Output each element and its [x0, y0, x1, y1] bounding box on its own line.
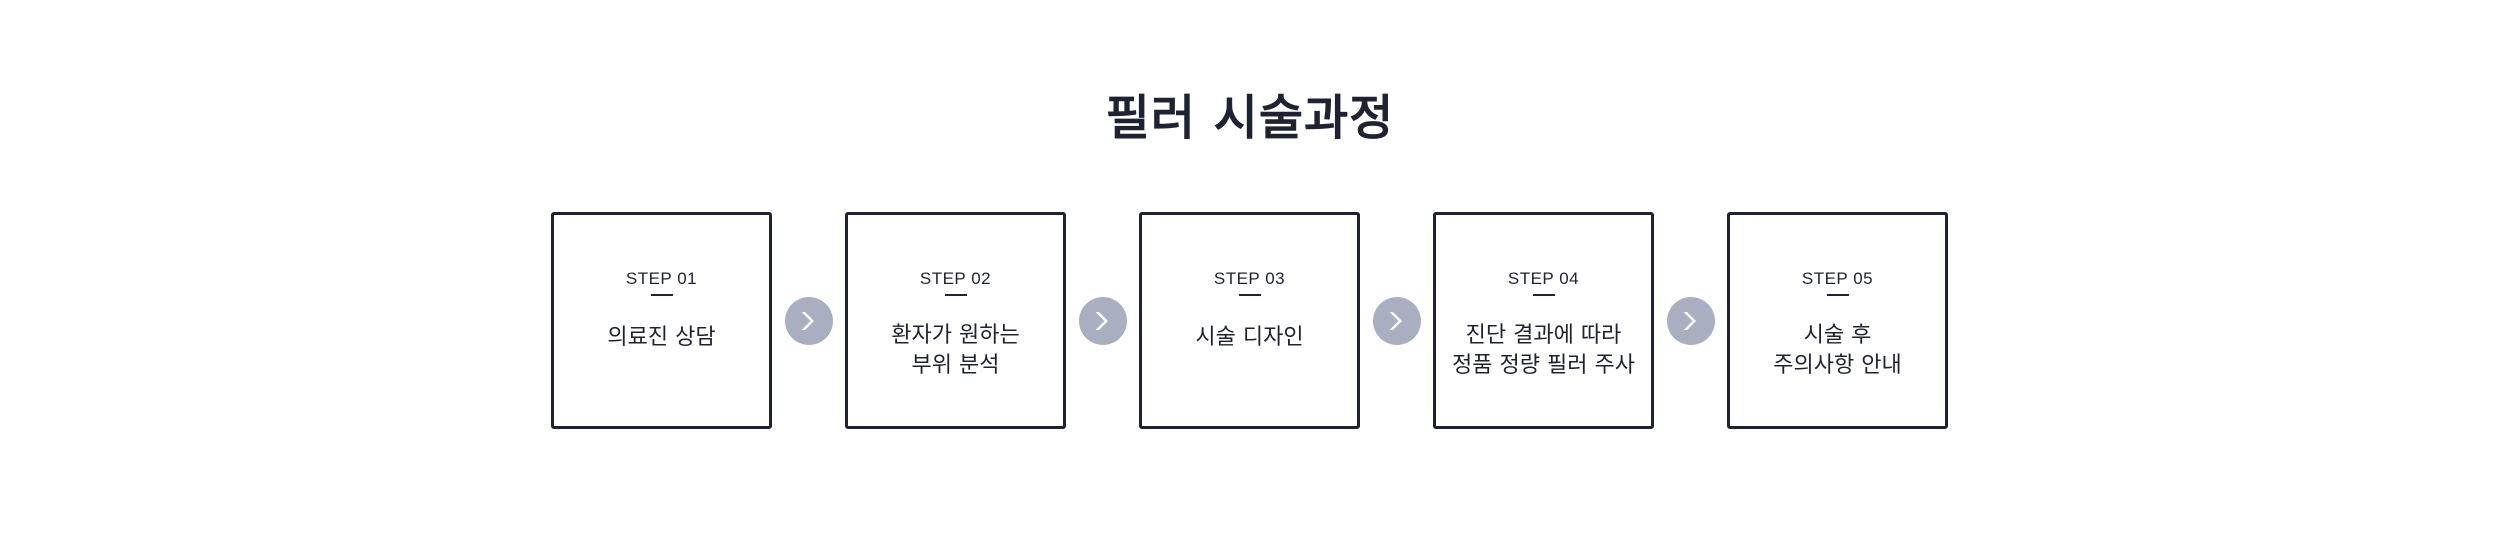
step-label: STEP 05: [1801, 269, 1874, 288]
step-description-line: 의료진 상담: [607, 325, 716, 350]
step-divider: [944, 294, 967, 296]
step-label: STEP 01: [625, 269, 698, 288]
step-card-1: STEP 01 의료진 상담: [551, 212, 772, 429]
step-description: 진단 결과에 따라 정품 정량 필러 주사: [1436, 321, 1651, 381]
step-connector: [1360, 212, 1433, 429]
step-description-line: 부위 분석: [911, 353, 1000, 378]
step-connector: [1066, 212, 1139, 429]
step-card-4: STEP 04 진단 결과에 따라 정품 정량 필러 주사: [1433, 212, 1654, 429]
step-description-line: 정품 정량 필러 주사: [1452, 353, 1635, 378]
step-divider: [1532, 294, 1555, 296]
step-connector: [1654, 212, 1727, 429]
chevron-right-icon: [1372, 296, 1421, 345]
step-card-5: STEP 05 시술 후 주의사항 안내: [1727, 212, 1948, 429]
chevron-right-icon: [784, 296, 833, 345]
step-label: STEP 04: [1507, 269, 1580, 288]
chevron-right-icon: [1078, 296, 1127, 345]
step-divider: [650, 294, 673, 296]
step-description: 시술 디자인: [1142, 323, 1357, 353]
step-label: STEP 02: [919, 269, 992, 288]
step-description-line: 시술 후: [1803, 323, 1872, 348]
step-description: 환자가 원하는 부위 분석: [848, 321, 1063, 381]
step-description-line: 환자가 원하는: [891, 323, 1020, 348]
page-title: 필러 시술과정: [1105, 90, 1395, 146]
step-description-line: 시술 디자인: [1195, 325, 1304, 350]
chevron-right-icon: [1666, 296, 1715, 345]
step-description: 의료진 상담: [554, 323, 769, 353]
step-card-2: STEP 02 환자가 원하는 부위 분석: [845, 212, 1066, 429]
step-description-line: 주의사항 안내: [1773, 353, 1902, 378]
step-divider: [1238, 294, 1261, 296]
step-connector: [772, 212, 845, 429]
step-description-line: 진단 결과에 따라: [1465, 323, 1622, 348]
step-label: STEP 03: [1213, 269, 1286, 288]
step-card-3: STEP 03 시술 디자인: [1139, 212, 1360, 429]
step-description: 시술 후 주의사항 안내: [1730, 321, 1945, 381]
process-steps: STEP 01 의료진 상담 STEP 02 환자가 원하는 부위 분석 STE…: [551, 212, 1948, 429]
step-divider: [1826, 294, 1849, 296]
